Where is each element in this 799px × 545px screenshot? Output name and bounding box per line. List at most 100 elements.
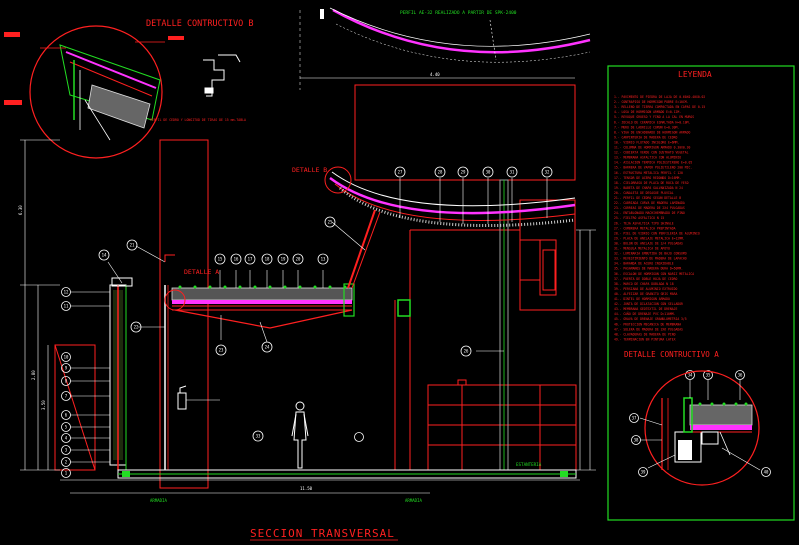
legend-item: 6.- ZOCALO DE CERAMICA ESMALTADA H=0.10M… [614,120,691,124]
legend-item: 25.- FIELTRO ASFALTICO N 15 [614,216,664,220]
legend-item: 41.- DINTEL DE HORMIGON ARMADO [614,297,670,301]
legend-item: 46.- PROTECCION MECANICA DE MEMBRANA [614,322,681,326]
legend-item: 16.- ESTRUCTURA METALICA PERFIL C 120 [614,171,683,175]
number-bubble-label: 3 [65,448,68,453]
legend-item: 27.- CUMBRERA METALICA PREPINTADA [614,226,676,230]
number-bubble-label: 12 [64,290,69,295]
number-bubble-label: 33 [256,434,261,439]
number-bubble-label: 39 [641,470,646,475]
number-bubble-label: 24 [265,345,270,350]
number-bubble-label: 27 [398,170,403,175]
legend-item: 14.- AISLACION TERMICA POLIESTIRENO E=0.… [614,161,692,165]
legend-item: 32.- LUMINARIA EMBUTIDA DE BAJO CONSUMO [614,252,687,256]
number-bubble [261,253,273,265]
number-bubble [214,253,226,265]
number-bubble-label: 26 [464,349,469,354]
number-bubble [130,321,142,333]
number-bubble-label: 30 [486,170,491,175]
legend-item: 42.- JUNTA DE DILATACION CON SELLADOR [614,302,683,306]
number-bubble-label: 37 [632,416,637,421]
number-bubble-label: 6 [65,413,68,418]
number-bubble-label: 4 [65,436,68,441]
drawing-title: SECCION TRANSVERSAL [250,527,395,540]
number-bubble [61,468,71,478]
number-bubble [277,253,289,265]
legend-item: 23.- CORREAS DE MADERA DE 2X4 PULGADAS [614,206,685,210]
dim-left-low: 3.50 [41,400,46,410]
legend-item: 36.- ESCALON DE HORMIGON CON NARIZ METAL… [614,272,694,276]
dim-bottom-span: 11.50 [300,486,313,491]
legend-item: 40.- ALFEIZAR DE GRANITO GRIS MARA [614,292,677,296]
detalle-b-marker [324,166,352,194]
legend-item: 39.- PERSIANA DE ALUMINIO EXTRUIDO [614,287,677,291]
number-bubble [761,467,771,477]
legend-item: 26.- TEJA ASFALTICA TIPO SHINGLE [614,221,674,225]
number-bubble [629,413,639,423]
callout-estanteria: ESTANTERIA [516,462,542,467]
number-bubble-label: 2 [65,460,68,465]
number-bubble [244,253,256,265]
number-bubble-label: 8 [65,379,68,384]
number-bubble [685,370,695,380]
number-bubble [541,166,553,178]
left-dimensions [20,139,60,471]
legend-item: 9.- CARPINTERIA DE MADERA DE CEDRO [614,135,677,139]
legend-item: 12.- CUBIERTA VERDE CON SUSTRATO VEGETAL [614,151,689,155]
legend-item: 28.- PIEL DE VIDRIO CON PERFILERIA DE AL… [614,231,700,235]
legend-item: 8.- VIGA DE ENCADENADO DE HORMIGON ARMAD… [614,130,691,134]
legend-item: 37.- PUERTA DE DOBLE HOJA DE CEDRO [614,277,677,281]
legend-item: 3.- RELLENO DE TIERRA COMPACTADA EN CAPA… [614,105,705,109]
floor-slab [60,469,580,494]
legend-item: 43.- MEMBRANA GEOTEXTIL DE DRENAJE [614,307,677,311]
number-bubble-label: 28 [438,170,443,175]
number-bubble [215,344,227,356]
legend-item: 18.- CIELORRASO DE PLACA DE ROCA DE YESO [614,181,689,185]
legend-item: 49.- TERMINACION EN PINTURA LATEX [614,337,676,341]
legend-frame [607,65,795,521]
number-bubble-label: 40 [764,470,769,475]
legend-item: 11.- COLUMNA DE HORMIGON ARMADO 0.30X0.3… [614,146,691,150]
legend-items: 1.- PAVIMENTO DE PIEDRA DE LAJA DE 0.60X… [614,95,705,341]
legend-item: 5.- REVOQUE GRUESO Y FINO A LA CAL EN MU… [614,115,694,119]
number-bubble [735,370,745,380]
legend-item: 48.- CLAVADERAS DE MADERA DE PINO [614,332,676,336]
top-roof-curve: PERFIL AE-32 REALIZADO A PARTIR DE SPK-2… [299,7,591,90]
legend-item: 13.- MEMBRANA ASFALTICA CON ALUMINIO [614,156,681,160]
number-bubble [317,253,329,265]
detail-b-title: DETALLE CONTRUCTIVO B [146,19,253,29]
number-bubble [506,166,518,178]
number-bubble [61,391,71,401]
number-bubble [457,166,469,178]
detail-b-caption: PERFIL DE CEDRO Y LONGITUD DE TIRAS DE 1… [150,118,246,122]
number-bubble [460,345,472,357]
ground-label-left: ARMADIA [150,498,167,503]
top-label: PERFIL AE-32 REALIZADO A PARTIR DE SPK-2… [400,10,517,16]
number-bubble [261,341,273,353]
legend-item: 1.- PAVIMENTO DE PIEDRA DE LAJA DE 0.60X… [614,95,705,99]
dim-left-total: 6.30 [18,205,23,215]
number-bubble [61,363,71,373]
number-bubble-label: 31 [510,170,515,175]
number-bubble-label: 35 [706,373,711,378]
number-bubble-label: 20 [296,257,301,262]
number-bubble [703,370,713,380]
number-bubble-label: 21 [130,243,135,248]
number-bubble-label: 19 [281,257,286,262]
number-bubble-label: 13 [321,257,326,262]
legend-item: 47.- SOLERA DE MADERA DE 2X6 PULGADAS [614,327,683,331]
number-bubble-label: 18 [265,257,270,262]
number-bubble [394,166,406,178]
number-bubble [324,216,336,228]
number-bubble [61,422,71,432]
number-bubble-label: 38 [634,438,639,443]
number-bubble-label: 32 [545,170,550,175]
legend-item: 31.- MENSULA METALICA DE APOYO [614,247,670,251]
detalle-a-marker [164,289,186,311]
legend-item: 19.- BABETA DE CHAPA GALVANIZADA N 24 [614,186,683,190]
number-bubble [61,352,71,362]
number-bubble [230,253,242,265]
number-bubble-label: 16 [234,257,239,262]
legend-item: 2.- CONTRAPISO DE HORMIGON POBRE E=10CM. [614,100,689,104]
